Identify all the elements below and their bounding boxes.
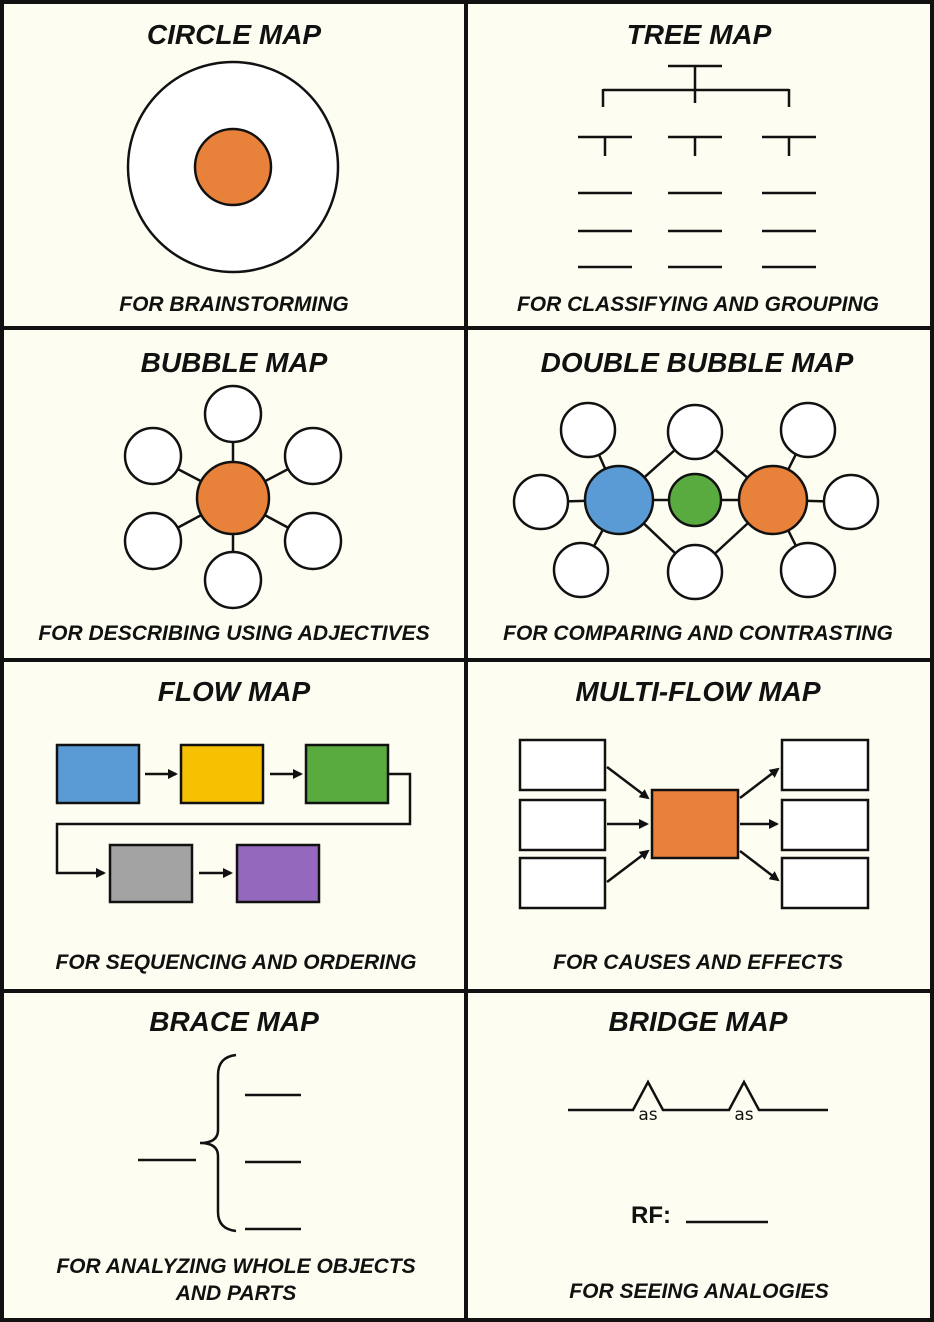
multi-flow-map-caption: FOR CAUSES AND EFFECTS (553, 951, 843, 974)
attribute-bubble (779, 541, 837, 599)
adjective-bubble (283, 511, 343, 571)
adjective-bubble (283, 426, 343, 486)
cause-box (518, 798, 607, 852)
attribute-bubble (512, 473, 570, 531)
center-bubble (195, 460, 271, 536)
circle-map-caption: FOR BRAINSTORMING (119, 293, 348, 316)
topic-bubble-blue (583, 464, 655, 536)
brace-map-caption-line2: AND PARTS (175, 1282, 297, 1305)
step-box-green (304, 743, 390, 805)
tree-map-panel: TREE MAP FOR CLASSIFYING AND GROUPING (517, 19, 879, 316)
step-box-yellow (179, 743, 265, 805)
cause-box (518, 738, 607, 792)
multi-flow-arrows (606, 766, 780, 883)
tree-structure (578, 64, 816, 269)
adjective-bubble (203, 384, 263, 444)
brace-map-panel: BRACE MAP FOR ANALYZING WHOLE OBJECTS AN… (56, 1006, 415, 1305)
effect-box (780, 798, 870, 852)
attribute-bubble (666, 543, 724, 601)
double-bubble-map-title: DOUBLE BUBBLE MAP (541, 347, 854, 378)
step-box-gray (108, 843, 194, 904)
tree-map-title: TREE MAP (627, 19, 772, 50)
bridge-map-panel: BRIDGE MAP as as RF: FOR SEEING ANALOGIE… (568, 1006, 829, 1303)
circle-map-title: CIRCLE MAP (147, 19, 322, 50)
flow-map-title: FLOW MAP (158, 676, 311, 707)
bridge-line (568, 1079, 828, 1112)
step-box-blue (55, 743, 141, 805)
attribute-bubble (666, 403, 724, 461)
multi-flow-map-title: MULTI-FLOW MAP (575, 676, 821, 707)
circle-map-panel: CIRCLE MAP FOR BRAINSTORMING (119, 19, 348, 316)
event-box (650, 788, 740, 860)
brace-map-caption-line1: FOR ANALYZING WHOLE OBJECTS (56, 1255, 415, 1278)
bubble-map-caption: FOR DESCRIBING USING ADJECTIVES (38, 622, 429, 645)
relating-factor-label: RF: (631, 1202, 671, 1229)
effect-box (780, 856, 870, 910)
attribute-bubble (779, 401, 837, 459)
flow-map-panel: FLOW MAP FOR SEQUENCING AND ORDERING (56, 676, 417, 974)
topic-bubble-orange (737, 464, 809, 536)
bubble-map-title: BUBBLE MAP (141, 347, 328, 378)
relation-label: as (734, 1105, 753, 1125)
bridge-map-title: BRIDGE MAP (609, 1006, 788, 1037)
attribute-bubble (559, 401, 617, 459)
double-bubble-map-caption: FOR COMPARING AND CONTRASTING (503, 622, 893, 645)
effect-box (780, 738, 870, 792)
relation-label: as (638, 1105, 657, 1125)
attribute-bubble (822, 473, 880, 531)
flow-arrows (55, 769, 412, 878)
multi-flow-map-panel: MULTI-FLOW MAP FOR CAUSES AND EFFECTS (518, 676, 870, 974)
adjective-bubble (203, 550, 263, 610)
cause-box (518, 856, 607, 910)
flow-map-caption: FOR SEQUENCING AND ORDERING (56, 951, 417, 974)
tree-map-caption: FOR CLASSIFYING AND GROUPING (517, 293, 879, 316)
brace-structure (138, 1053, 301, 1233)
double-bubble-map-panel: DOUBLE BUBBLE MAP FOR COMPARING AND CONT… (503, 347, 893, 645)
bridge-map-caption: FOR SEEING ANALOGIES (569, 1280, 828, 1303)
adjective-bubble (123, 511, 183, 571)
inner-circle (193, 127, 273, 207)
bubble-map-panel: BUBBLE MAP FOR DESCRIBING USING ADJECTIV… (38, 347, 429, 645)
brace-map-title: BRACE MAP (149, 1006, 319, 1037)
adjective-bubble (123, 426, 183, 486)
step-box-purple (235, 843, 321, 904)
attribute-bubble (552, 541, 610, 599)
shared-bubble-green (667, 472, 723, 528)
